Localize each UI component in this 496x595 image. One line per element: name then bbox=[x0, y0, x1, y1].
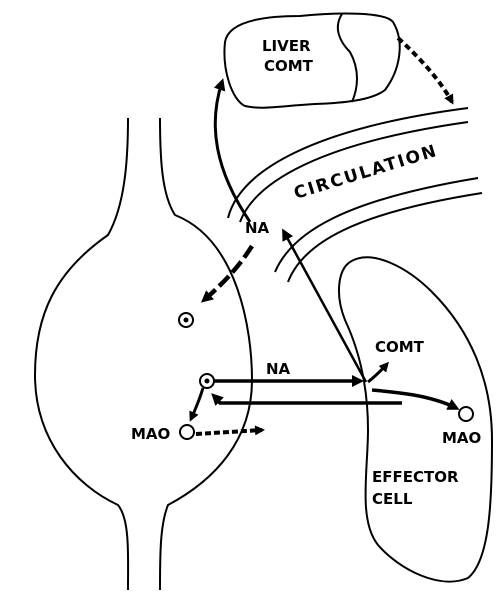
na-reuptake-from-circulation-arrow bbox=[204, 246, 252, 300]
neuron-mao-site bbox=[180, 425, 194, 439]
effector-cell-label-line2: CELL bbox=[372, 490, 413, 508]
mao-neuron-label: MAO bbox=[131, 425, 170, 443]
comt-arrow bbox=[368, 364, 387, 382]
neuron-mao-arrow bbox=[191, 388, 203, 419]
circulation-label: CIRCULATION bbox=[292, 141, 441, 204]
storage-vesicle-upper bbox=[179, 313, 193, 327]
circulation-vessel bbox=[228, 108, 482, 282]
effector-mao-site bbox=[459, 407, 473, 421]
liver-label: LIVER bbox=[262, 37, 311, 55]
effector-cell-label: EFFECTOR bbox=[372, 468, 459, 486]
liver-comt-label: COMT bbox=[264, 57, 314, 75]
liver-lobe-line bbox=[338, 14, 357, 102]
reuptake-arrow bbox=[214, 396, 402, 403]
na-synapse-label: NA bbox=[266, 360, 291, 378]
release-vesicle bbox=[200, 374, 214, 388]
comt-effector-label: COMT bbox=[375, 338, 425, 356]
na-to-liver-arrow bbox=[215, 82, 250, 222]
nerve-terminal-left-edge bbox=[35, 118, 128, 590]
neuron-mao-dashed-outflow bbox=[196, 430, 262, 434]
liver-to-circulation-dashed-arrow bbox=[398, 38, 452, 102]
vessel-wall-outer-bottom bbox=[288, 193, 482, 282]
nerve-terminal bbox=[35, 118, 252, 590]
mao-effector-label: MAO bbox=[442, 429, 481, 447]
na-diffusion-to-circulation-arrow bbox=[284, 232, 366, 382]
effector-mao-arrow bbox=[372, 390, 456, 408]
nerve-terminal-right-edge bbox=[160, 118, 252, 590]
